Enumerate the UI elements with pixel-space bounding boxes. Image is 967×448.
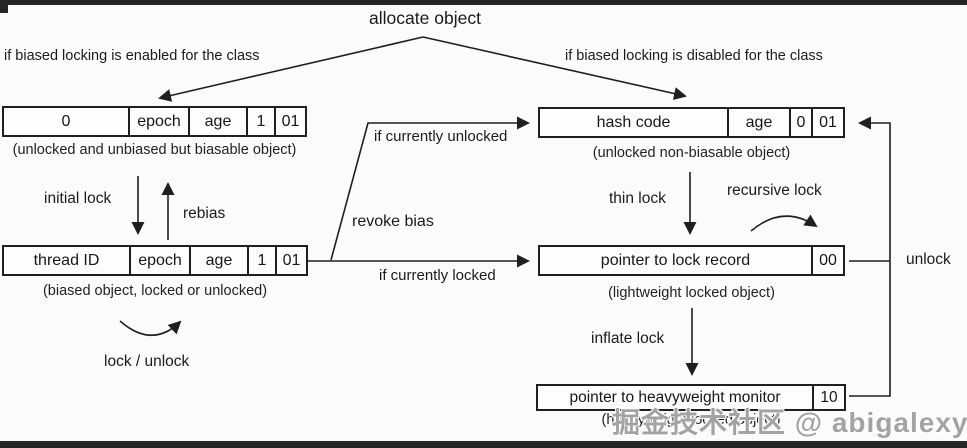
thin-lock-label: thin lock [609,190,666,207]
watermark-text: 掘金技术社区 @ abigalexy [612,407,967,438]
field-biased-bit: 1 [247,247,275,274]
field-hash-code: hash code [596,113,671,131]
field-age: age [727,109,789,136]
revoke-bias-label: revoke bias [352,213,434,230]
field-thread-id: thread ID [33,251,100,269]
field-biased-bit: 1 [246,108,274,135]
field-age: age [188,108,246,135]
caption-unlocked-biasable: (unlocked and unbiased but biasable obje… [12,142,297,158]
lock-unlock-label: lock / unlock [104,353,190,370]
inflate-lock-label: inflate lock [591,330,665,347]
revoke-bias-unlocked-arrow [330,116,530,261]
field-epoch: epoch [128,108,188,135]
field-epoch: epoch [129,247,189,274]
if-currently-unlocked-label: if currently unlocked [374,128,508,145]
recursive-lock-label: recursive lock [727,182,822,199]
top-left-edge-notch [0,5,8,13]
box-unlocked-non-biasable: hash code age 0 01 [538,107,845,138]
field-age: age [189,247,247,274]
rebias-label: rebias [183,205,226,222]
field-lock-bits: 10 [812,386,844,409]
unlock-loop-arrow [849,116,891,397]
field-biased-bit: 0 [789,109,811,136]
left-branch-condition-label: if biased locking is enabled for the cla… [4,48,260,64]
field-lock-bits: 01 [274,108,305,135]
box-unlocked-biasable: 0 epoch age 1 01 [2,106,307,137]
top-edge-bar [0,0,967,5]
field-thread-id-zero: 0 [61,112,71,130]
recursive-lock-arrow [750,214,818,232]
caption-biased: (biased object, locked or unlocked) [42,283,268,299]
caption-heavyweight-locked: (heavyweight locked object) [601,412,781,428]
bottom-edge-bar [0,441,967,448]
allocate-right-arrow [422,36,687,100]
field-lock-record-pointer: pointer to lock record [600,251,751,269]
diagram-title: allocate object [369,8,481,28]
allocate-left-arrow [158,36,424,102]
initial-lock-label: initial lock [44,190,112,207]
field-lock-bits: 00 [811,247,843,274]
field-lock-bits: 01 [275,247,306,274]
field-lock-bits: 01 [811,109,843,136]
right-branch-condition-label: if biased locking is disabled for the cl… [565,48,823,64]
box-lightweight-locked: pointer to lock record 00 [538,245,845,276]
caption-lightweight-locked: (lightweight locked object) [608,285,775,301]
caption-unlocked-non-biasable: (unlocked non-biasable object) [592,145,791,161]
lock-unlock-arrow [119,320,182,336]
unlock-label: unlock [906,251,951,268]
field-monitor-pointer: pointer to heavyweight monitor [569,388,781,406]
box-heavyweight-locked: pointer to heavyweight monitor 10 [536,384,846,411]
if-currently-locked-label: if currently locked [379,267,496,284]
box-biased: thread ID epoch age 1 01 [2,245,308,276]
